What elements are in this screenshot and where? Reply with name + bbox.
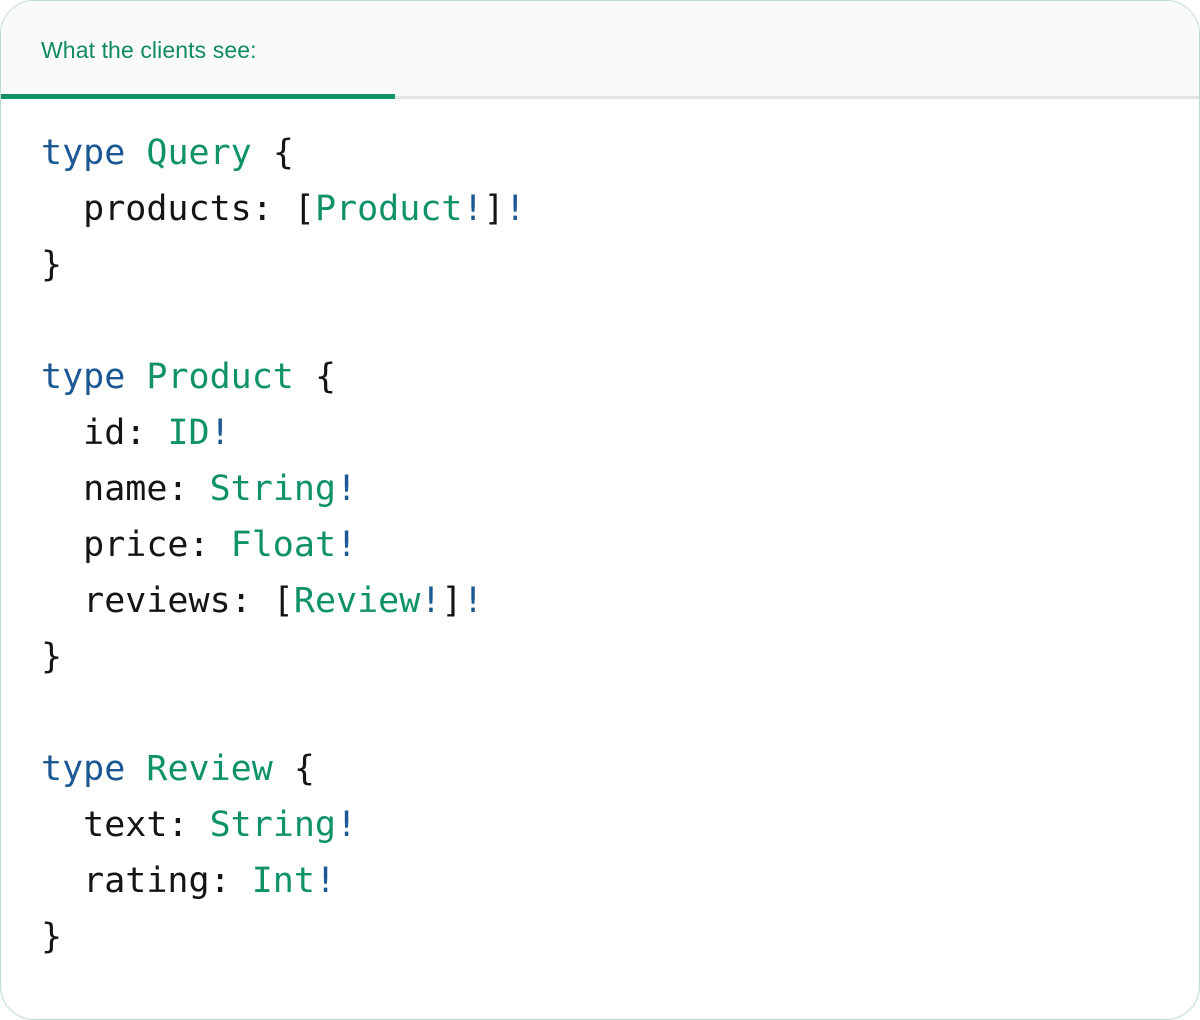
code-line: }: [41, 629, 1199, 685]
code-token: reviews:: [41, 581, 273, 621]
code-token: [273, 749, 294, 789]
code-line: id: ID!: [41, 405, 1199, 461]
tab-label: What the clients see:: [41, 36, 257, 63]
code-token: !: [336, 469, 358, 509]
code-token: !: [462, 189, 484, 229]
code-line: }: [41, 237, 1199, 293]
code-token: [125, 133, 146, 173]
code-token: Review: [293, 581, 421, 621]
code-line: price: Float!: [41, 517, 1199, 573]
code-line: text: String!: [41, 797, 1199, 853]
code-token: String: [209, 469, 337, 509]
code-token: !: [420, 581, 442, 621]
tab-strip: What the clients see:: [1, 1, 1199, 99]
code-token: type: [41, 749, 126, 789]
code-token: !: [336, 525, 358, 565]
code-token: ]: [441, 581, 463, 621]
code-token: Int: [251, 861, 315, 901]
code-token: name:: [41, 469, 210, 509]
code-line: products: [Product!]!: [41, 181, 1199, 237]
code-line: reviews: [Review!]!: [41, 573, 1199, 629]
code-token: }: [41, 917, 63, 957]
tab-strip-divider: [1, 96, 1199, 99]
code-token: ID: [167, 413, 210, 453]
code-token: !: [462, 581, 484, 621]
code-line: type Review {: [41, 741, 1199, 797]
code-token: [125, 749, 146, 789]
code-line: type Query {: [41, 125, 1199, 181]
code-token: !: [314, 861, 337, 901]
code-token: Product: [314, 189, 463, 229]
code-token: Float: [230, 525, 337, 565]
code-token: [125, 357, 146, 397]
tab-what-the-clients-see[interactable]: What the clients see:: [1, 1, 395, 99]
code-token: type: [41, 133, 126, 173]
code-token: {: [314, 357, 337, 397]
code-token: {: [272, 133, 294, 173]
code-token: ]: [483, 189, 505, 229]
code-token: }: [41, 637, 63, 677]
code-token: type: [41, 357, 126, 397]
code-token: [294, 357, 315, 397]
code-line: [41, 293, 1199, 349]
tab-active-underline: [1, 94, 395, 99]
code-line: rating: Int!: [41, 853, 1199, 909]
code-token: Query: [146, 133, 252, 173]
graphql-schema-code[interactable]: type Query { products: [Product!]!} type…: [41, 125, 1199, 965]
code-token: !: [336, 805, 358, 845]
code-token: }: [41, 245, 63, 285]
code-line: type Product {: [41, 349, 1199, 405]
code-token: [: [272, 581, 294, 621]
code-token: !: [504, 189, 526, 229]
code-token: text:: [41, 805, 210, 845]
code-token: products:: [41, 189, 294, 229]
code-token: [252, 133, 273, 173]
code-token: id:: [41, 413, 168, 453]
code-line: name: String!: [41, 461, 1199, 517]
code-token: rating:: [41, 861, 252, 901]
code-token: Product: [146, 357, 294, 397]
code-line: [41, 685, 1199, 741]
code-area: type Query { products: [Product!]!} type…: [1, 99, 1199, 965]
code-token: {: [293, 749, 315, 789]
code-token: price:: [41, 525, 231, 565]
code-line: }: [41, 909, 1199, 965]
code-token: [: [293, 189, 315, 229]
code-token: String: [209, 805, 337, 845]
code-token: Review: [146, 749, 273, 789]
code-token: !: [209, 413, 231, 453]
